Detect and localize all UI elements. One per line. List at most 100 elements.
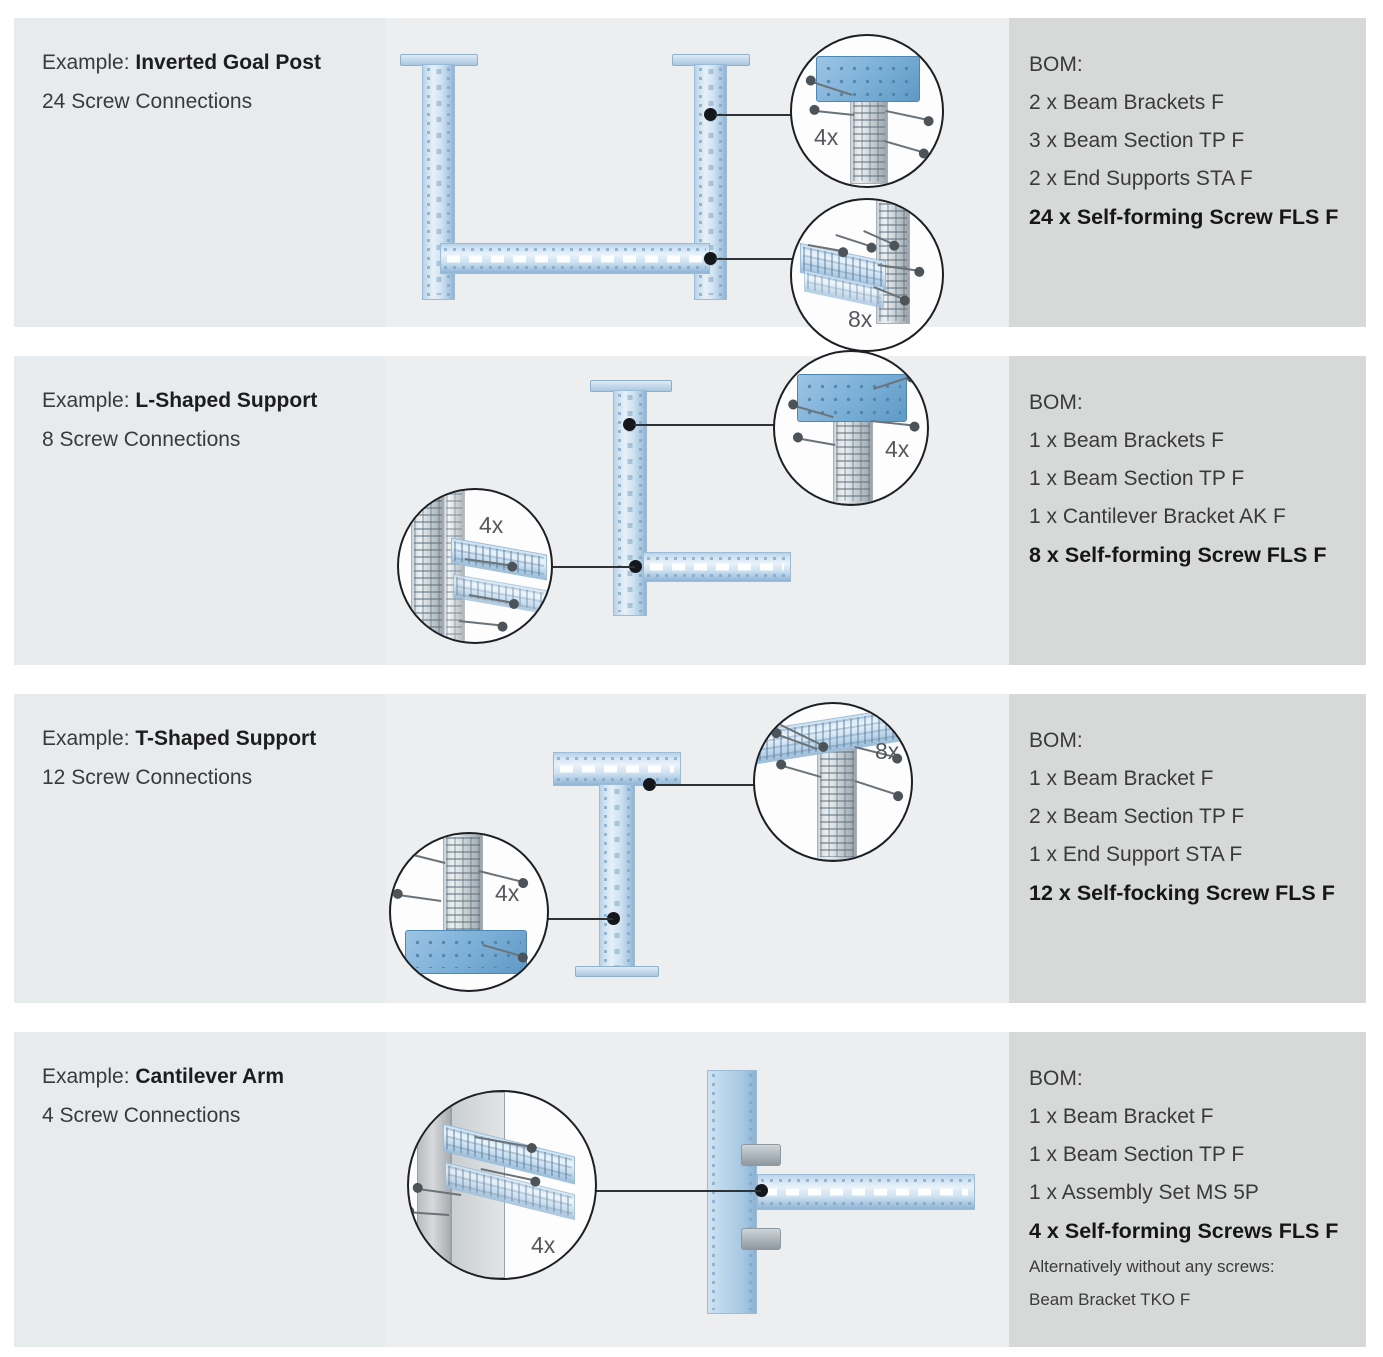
leader-line-bracket <box>553 566 635 568</box>
callout-post <box>817 748 857 860</box>
screw-glyph-2 <box>885 110 930 122</box>
figure-cantilever-arm: 4x <box>385 1032 1009 1347</box>
connection-dot-top-beam <box>643 778 656 791</box>
example-title: Example: T-Shaped Support <box>42 724 385 754</box>
post-vertical <box>613 390 647 616</box>
callout-bracket-beam-lower <box>453 573 547 615</box>
post-vertical <box>599 784 635 972</box>
post-right-slots <box>708 69 713 295</box>
example-row-t-shaped-support: Example: T-Shaped Support 12 Screw Conne… <box>14 694 1366 1003</box>
bom-heading: BOM: <box>1029 53 1083 76</box>
callout-quantity: 4x <box>495 880 520 906</box>
bom-item: 1 x Beam Section TP F <box>1029 1143 1245 1166</box>
bom-cantilever-arm: BOM: 1 x Beam Bracket F 1 x Beam Section… <box>1009 1032 1366 1347</box>
bom-item: 1 x Beam Brackets F <box>1029 429 1224 452</box>
bom-inverted-goal-post: BOM: 2 x Beam Brackets F 3 x Beam Sectio… <box>1009 18 1366 327</box>
example-prefix: Example: <box>42 727 130 750</box>
figure-t-shaped-support: 8x 4x <box>385 694 1009 1003</box>
example-prefix: Example: <box>42 51 130 74</box>
example-title: Example: Inverted Goal Post <box>42 48 385 78</box>
wall-column <box>707 1070 757 1314</box>
bom-item: 2 x Beam Brackets F <box>1029 91 1224 114</box>
example-name: Cantilever Arm <box>135 1065 285 1088</box>
screw-glyph-3 <box>458 620 503 627</box>
bom-item: 1 x Cantilever Bracket AK F <box>1029 505 1286 528</box>
callout-quantity: 4x <box>531 1232 556 1258</box>
post-left-slots <box>436 69 441 295</box>
example-name: L-Shaped Support <box>135 389 318 412</box>
callout-ceiling-plate-4x: 4x <box>790 34 944 188</box>
caption-l-shaped-support: Example: L-Shaped Support 8 Screw Connec… <box>14 356 385 665</box>
example-title: Example: Cantilever Arm <box>42 1062 385 1092</box>
callout-beam-connection-8x: 8x <box>790 198 944 352</box>
callout-cantilever-bracket-4x: 4x <box>397 488 553 644</box>
bolt-lower <box>741 1228 781 1250</box>
leader-line-base-plate <box>537 918 613 920</box>
bom-t-shaped-support: BOM: 1 x Beam Bracket F 2 x Beam Section… <box>1009 694 1366 1003</box>
screw-glyph-4 <box>883 140 925 154</box>
callout-post <box>850 88 888 184</box>
callout-quantity: 4x <box>814 124 839 150</box>
example-row-inverted-goal-post: Example: Inverted Goal Post 24 Screw Con… <box>14 18 1366 352</box>
callout-top-beam-8x: 8x <box>753 702 913 862</box>
screw-glyph-3 <box>814 109 855 116</box>
callout-base-plate-4x: 4x <box>389 832 549 992</box>
example-title: Example: L-Shaped Support <box>42 386 385 416</box>
callout-quantity: 4x <box>479 512 504 538</box>
cross-beam <box>440 243 710 274</box>
screw-glyph-4 <box>780 764 822 778</box>
connection-dot-beam <box>704 252 717 265</box>
example-name: Inverted Goal Post <box>135 51 321 74</box>
cantilever-arm-slots <box>650 563 784 571</box>
leader-line-beam <box>715 258 793 260</box>
bom-heading: BOM: <box>1029 729 1083 752</box>
caption-t-shaped-support: Example: T-Shaped Support 12 Screw Conne… <box>14 694 385 1003</box>
callout-post-base <box>443 834 483 946</box>
caption-cantilever-arm: Example: Cantilever Arm 4 Screw Connecti… <box>14 1032 385 1347</box>
bom-total-screws: 12 x Self-focking Screw FLS F <box>1029 881 1335 905</box>
cantilever-beam <box>757 1174 975 1210</box>
figure-inverted-goal-post: 4x 8x <box>385 18 1009 352</box>
figure-l-shaped-support: 4x 4x <box>385 350 1009 665</box>
post-slots <box>627 395 633 611</box>
example-prefix: Example: <box>42 389 130 412</box>
bom-total-screws: 24 x Self-forming Screw FLS F <box>1029 205 1339 229</box>
bom-alternative-note: Alternatively without any screws: <box>1029 1257 1275 1276</box>
leader-line-top-beam <box>654 784 760 786</box>
bom-item: 1 x Beam Bracket F <box>1029 767 1214 790</box>
screw-glyph-1 <box>402 851 446 864</box>
connection-dot-post-top <box>704 108 717 121</box>
callout-wall-beam-4x: 4x <box>407 1090 597 1280</box>
leader-line-post-top <box>715 114 795 116</box>
post-slots <box>614 789 620 967</box>
leader-line-plate <box>634 424 782 426</box>
callout-post <box>833 408 873 504</box>
caption-inverted-goal-post: Example: Inverted Goal Post 24 Screw Con… <box>14 18 385 327</box>
bom-item: 2 x End Supports STA F <box>1029 167 1253 190</box>
screw-glyph-5 <box>835 234 873 248</box>
bom-heading: BOM: <box>1029 1067 1083 1090</box>
callout-quantity: 8x <box>875 738 900 764</box>
bom-item: 3 x Beam Section TP F <box>1029 129 1245 152</box>
bom-alternative-part: Beam Bracket TKO F <box>1029 1290 1191 1309</box>
bom-total-screws: 4 x Self-forming Screws FLS F <box>1029 1219 1339 1243</box>
example-subtitle: 24 Screw Connections <box>42 90 253 113</box>
bom-total-screws: 8 x Self-forming Screw FLS F <box>1029 543 1327 567</box>
bom-item: 1 x Assembly Set MS 5P <box>1029 1181 1259 1204</box>
connection-dot-plate <box>623 418 636 431</box>
connection-dot-cantilever <box>755 1184 768 1197</box>
example-prefix: Example: <box>42 1065 130 1088</box>
screw-glyph-3 <box>397 893 442 902</box>
bom-item: 1 x Beam Section TP F <box>1029 467 1245 490</box>
callout-post-face <box>443 490 465 642</box>
bom-item: 2 x Beam Section TP F <box>1029 805 1245 828</box>
screw-glyph-5 <box>854 780 899 797</box>
connection-dot-bracket <box>629 560 642 573</box>
bom-l-shaped-support: BOM: 1 x Beam Brackets F 1 x Beam Sectio… <box>1009 356 1366 665</box>
cross-beam-slots <box>447 255 703 262</box>
bom-item: 1 x Beam Bracket F <box>1029 1105 1214 1128</box>
example-subtitle: 4 Screw Connections <box>42 1104 241 1127</box>
callout-ceiling-plate-4x: 4x <box>773 350 929 506</box>
bom-item: 1 x End Support STA F <box>1029 843 1243 866</box>
